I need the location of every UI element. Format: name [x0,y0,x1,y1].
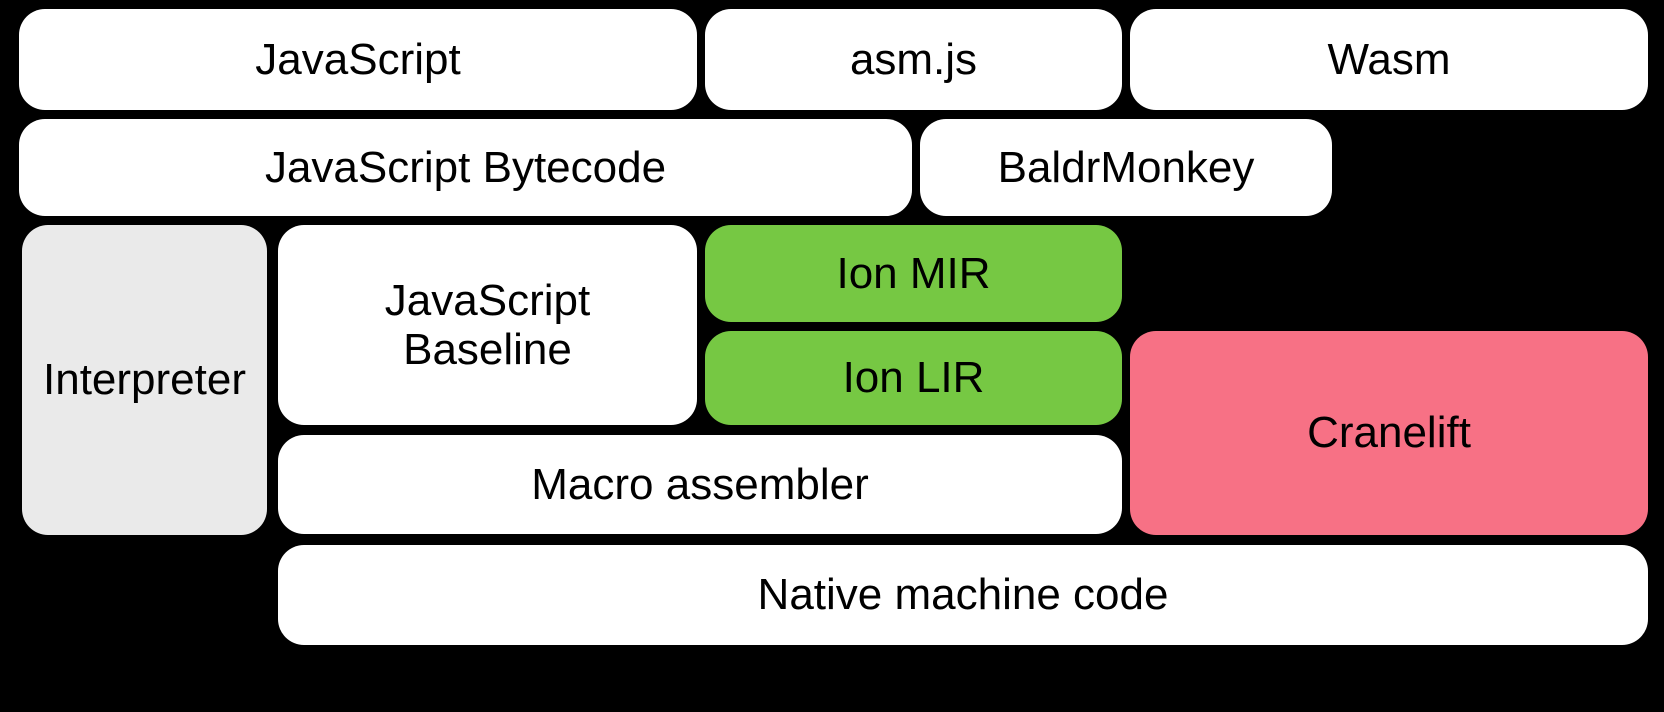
node-wasm: Wasm [1130,9,1648,110]
node-cranelift: Cranelift [1130,331,1648,535]
node-javascript-bytecode: JavaScript Bytecode [19,119,912,216]
node-interpreter: Interpreter [22,225,267,535]
node-ion-lir: Ion LIR [705,331,1122,425]
node-baldrmonkey: BaldrMonkey [920,119,1332,216]
node-javascript-source: JavaScript [19,9,697,110]
node-javascript-baseline: JavaScript Baseline [278,225,697,425]
node-asm-js: asm.js [705,9,1122,110]
node-ion-mir: Ion MIR [705,225,1122,322]
node-native-machine-code: Native machine code [278,545,1648,645]
node-macro-assembler: Macro assembler [278,435,1122,534]
